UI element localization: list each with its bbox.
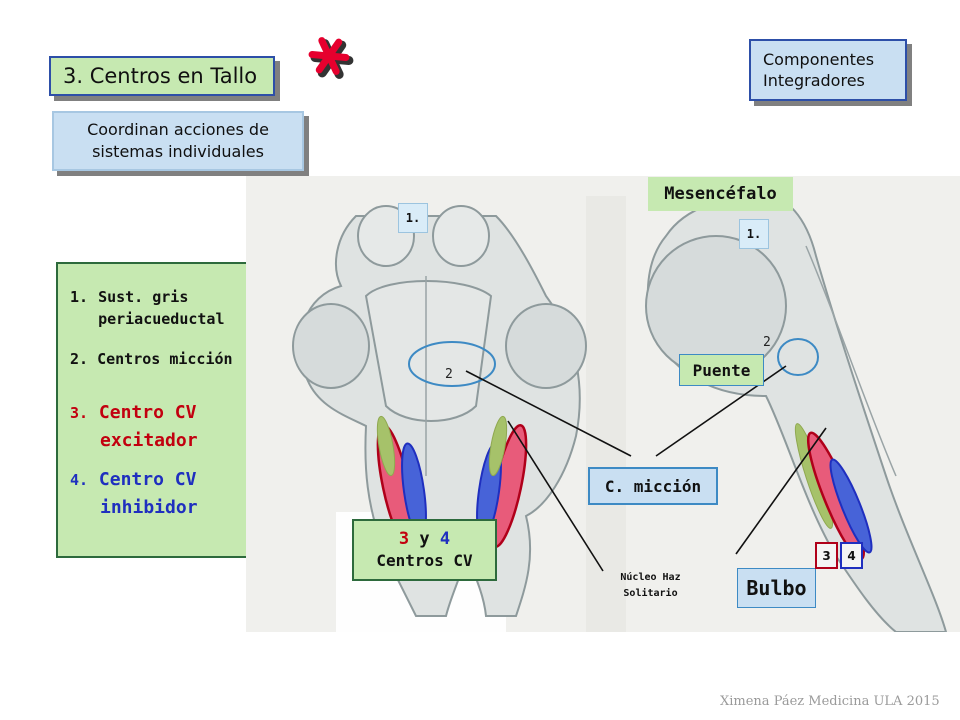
subtitle: Coordinan acciones de sistemas individua… xyxy=(87,120,269,161)
cv-num-3: 3 xyxy=(398,529,410,549)
miccion-circle-right xyxy=(777,338,819,376)
label-nucleo-haz-solitario: Núcleo Haz Solitario xyxy=(598,570,703,602)
label-c-miccion: C. micción xyxy=(588,467,718,505)
legend-item-2: 2. Centros micción xyxy=(70,350,233,368)
nucleo-line2: Solitario xyxy=(623,588,678,599)
legend-item-4: 4. Centro CV inhibidor xyxy=(70,466,198,522)
legend-item-4-line2: inhibidor xyxy=(100,497,198,518)
legend-item-1-num: 1. xyxy=(70,288,89,306)
tag-2-right: 2 xyxy=(763,335,771,350)
label-centros-cv: 3 y 4 Centros CV xyxy=(352,519,497,581)
cv-centers-left xyxy=(376,415,528,548)
credit-text: Ximena Páez Medicina ULA 2015 xyxy=(720,694,940,709)
nucleo-line1: Núcleo Haz xyxy=(620,572,681,583)
cv-y: y xyxy=(419,529,430,549)
pointer-lines xyxy=(465,365,827,572)
legend-box: 1. Sust. gris periacueductal 2. Centros mi… xyxy=(56,262,288,558)
box-4: 4 xyxy=(840,542,863,569)
cv-num-4: 4 xyxy=(439,529,451,549)
legend-item-4-line1: Centro CV xyxy=(98,469,197,490)
legend-item-4-num: 4. xyxy=(70,471,89,489)
label-puente: Puente xyxy=(679,354,764,386)
tag-1-right: 1. xyxy=(739,219,769,249)
box-3: 3 xyxy=(815,542,838,569)
components-line1: Componentes xyxy=(763,50,875,69)
legend-item-3: 3. Centro CV excitador xyxy=(70,399,198,455)
legend-item-3-line2: excitador xyxy=(100,430,198,451)
tag-1-left: 1. xyxy=(398,203,428,233)
legend-item-1-line2: periacueductal xyxy=(98,310,225,328)
legend-item-3-line1: Centro CV xyxy=(98,402,197,423)
label-bulbo: Bulbo xyxy=(737,568,816,608)
cv-centers-right xyxy=(794,423,873,561)
page-title: 3. Centros en Tallo xyxy=(63,64,258,88)
miccion-circle-left xyxy=(408,341,496,387)
components-box: Componentes Integradores xyxy=(749,39,907,101)
components-line2: Integradores xyxy=(763,71,865,90)
title-box: 3. Centros en Tallo xyxy=(49,56,275,96)
lateral-brainstem-view xyxy=(645,194,948,632)
tag-2-left: 2 xyxy=(445,367,453,382)
asterisk-icon xyxy=(308,37,354,79)
legend-item-3-num: 3. xyxy=(70,404,89,422)
legend-item-1: 1. Sust. gris periacueductal xyxy=(70,286,225,330)
label-mesencefalo: Mesencéfalo xyxy=(648,177,793,211)
cv-line2: Centros CV xyxy=(376,551,473,570)
subtitle-box: Coordinan acciones de sistemas individua… xyxy=(52,111,304,171)
legend-item-1-line1: Sust. gris xyxy=(98,288,189,306)
